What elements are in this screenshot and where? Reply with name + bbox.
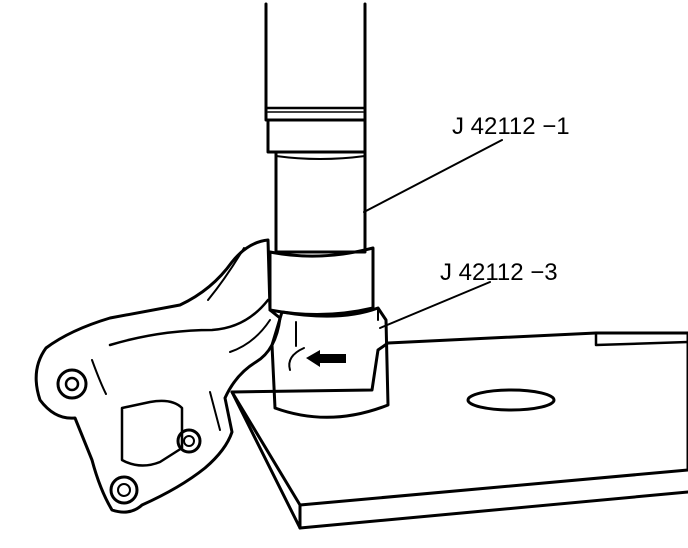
tool-j42112-1 (274, 150, 367, 254)
press-plate (230, 331, 688, 530)
bushing-eyes (56, 368, 202, 505)
direction-arrow-icon (288, 321, 346, 371)
label-j42112-1: J 42112 −1 (452, 113, 570, 140)
press-ram (264, 2, 367, 154)
tool-j42112-3 (270, 306, 390, 419)
plate-hole (466, 388, 556, 412)
leader-line-1 (363, 139, 503, 213)
tool-collar (268, 246, 375, 317)
knuckle-part (34, 238, 282, 514)
label-j42112-3: J 42112 −3 (440, 259, 558, 286)
leader-line-3 (379, 281, 491, 329)
